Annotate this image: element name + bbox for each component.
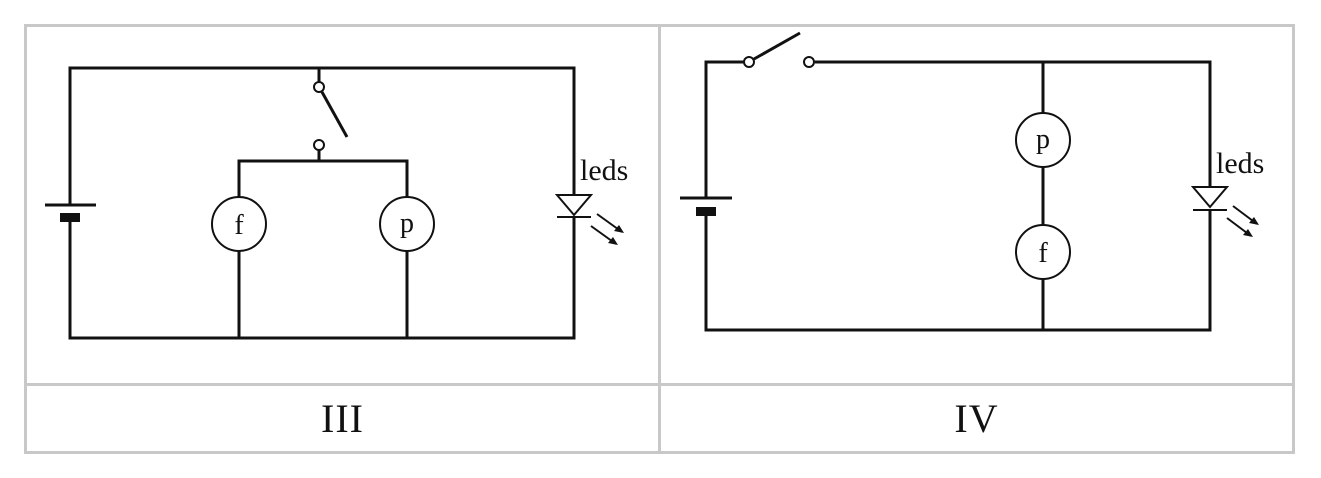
caption-iv: IV xyxy=(954,396,999,441)
caption-cell-iii: III xyxy=(24,383,661,454)
caption-cell-iv: IV xyxy=(658,383,1295,454)
caption-iii: III xyxy=(321,396,364,441)
diagram-cell-iv xyxy=(658,24,1295,386)
diagram-table: III IV xyxy=(24,24,1295,454)
diagram-cell-iii xyxy=(24,24,661,386)
